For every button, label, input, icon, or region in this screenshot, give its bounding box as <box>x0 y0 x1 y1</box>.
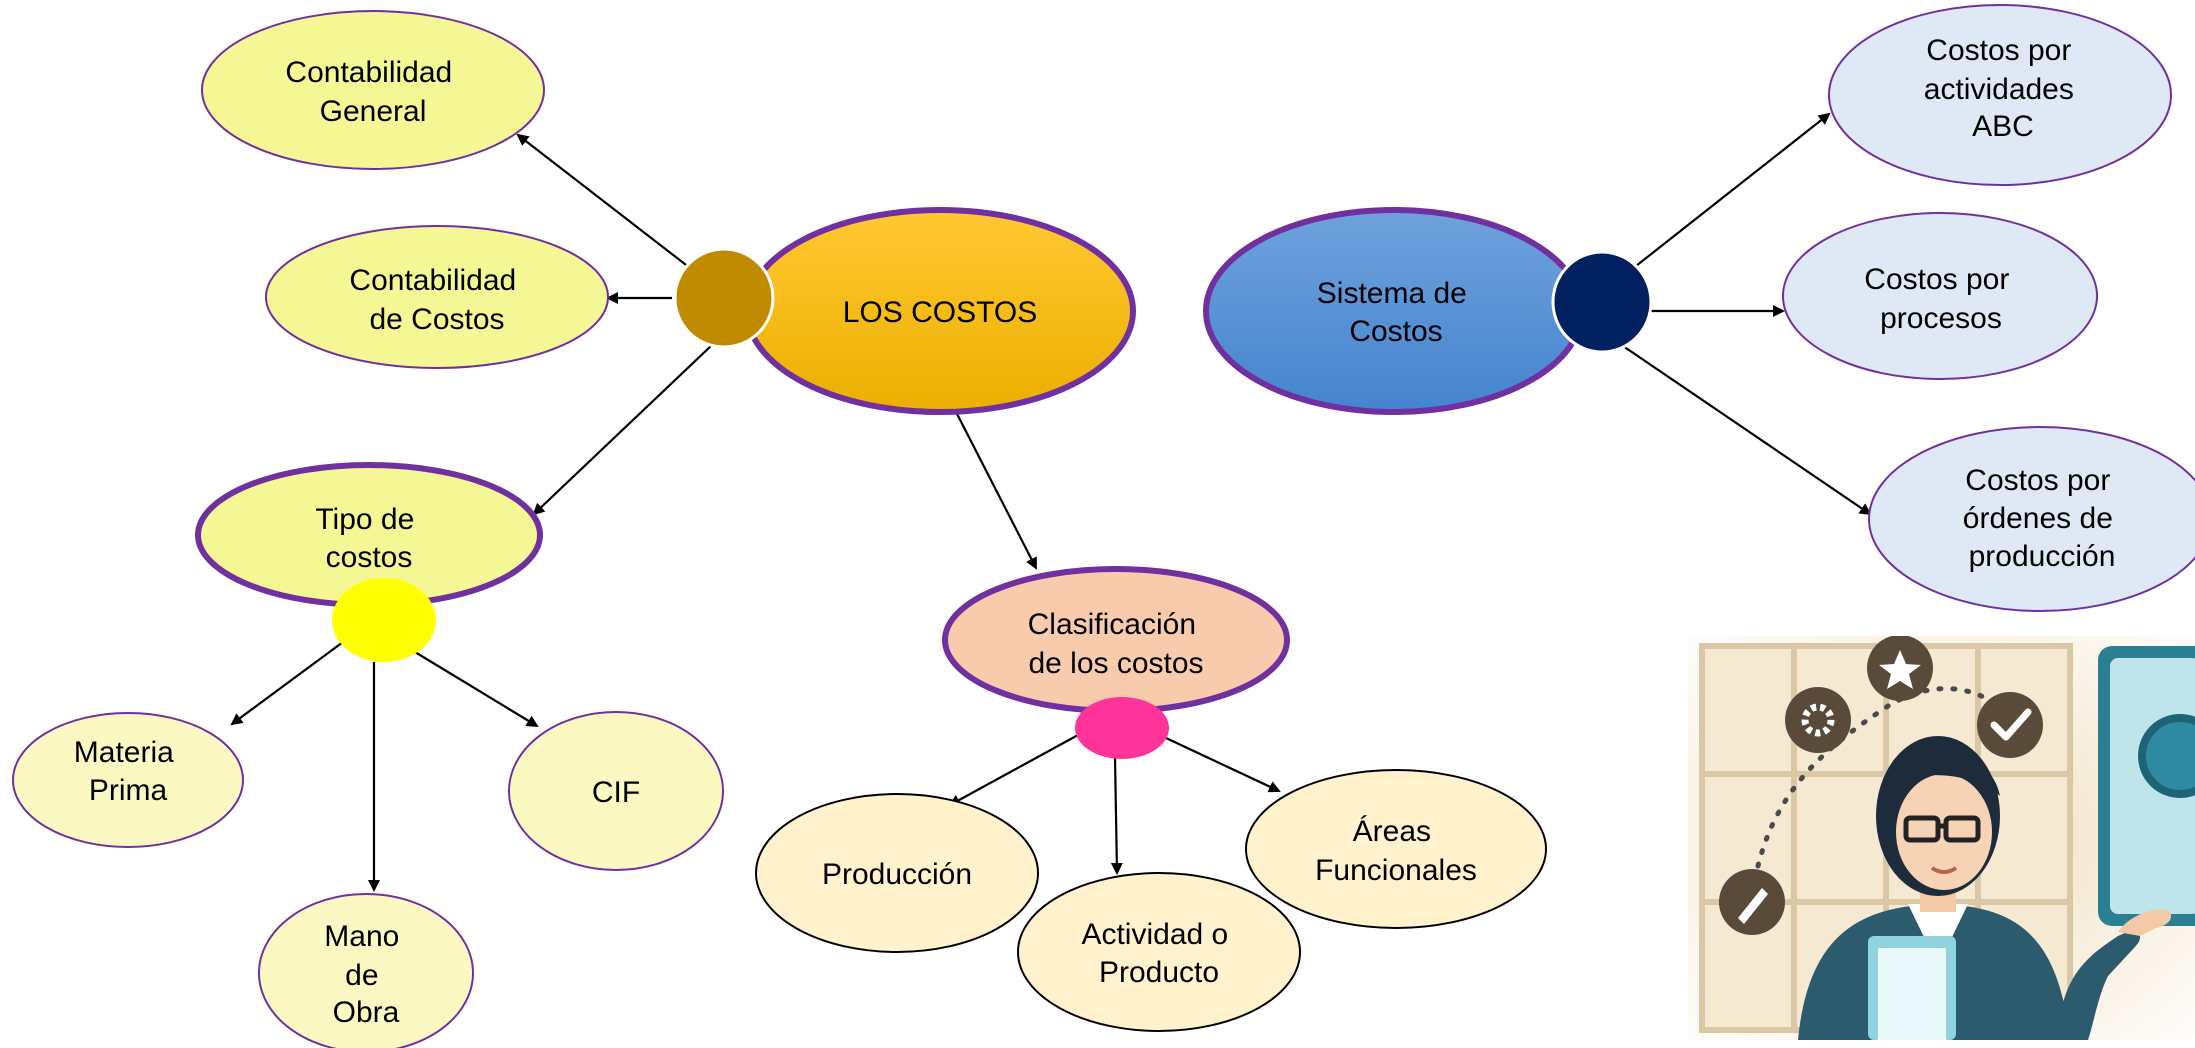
node-actividad-producto: Actividad o Producto <box>1017 872 1301 1032</box>
svg-text:Costos por procesos: Costos por procesos <box>1864 263 2017 335</box>
svg-text:Costos por órdenes de: Costos por órdenes de producción <box>1963 464 2121 573</box>
node-produccion-label: Producción <box>822 858 972 891</box>
node-mano-obra-line-2: de <box>345 959 378 992</box>
arrow-to-produccion <box>948 734 1079 806</box>
node-costos-abc-line-1: Costos por <box>1926 34 2071 67</box>
node-areas-funcionales-line-2: Funcionales <box>1315 854 1477 887</box>
node-costos-procesos-line-2: procesos <box>1880 302 2002 335</box>
svg-text:Tipo de costos: Tipo de costos <box>315 503 422 574</box>
svg-text:Contabilidad de Costos: Contabilidad de Costos <box>349 264 524 336</box>
node-tipo-costos-line-2: costos <box>326 541 413 574</box>
node-costos-ordenes-line-1: Costos por <box>1965 464 2110 497</box>
hub-sistema-costos <box>1551 250 1653 354</box>
node-mano-obra-line-1: Mano <box>324 920 399 953</box>
svg-text:CIF: CIF <box>592 776 640 809</box>
node-cif-label: CIF <box>592 776 640 809</box>
node-contabilidad-costos-line-2: de Costos <box>369 303 504 336</box>
node-contabilidad-costos: Contabilidad de Costos <box>265 225 609 369</box>
hub-los-costos <box>673 247 775 349</box>
arrow-to-actividad-producto <box>1110 756 1123 875</box>
svg-text:Costos por actividades: Costos por actividades ABC <box>1924 34 2082 143</box>
node-sistema-costos-line-1: Sistema de <box>1317 277 1467 310</box>
arrow-to-areas-funcionales <box>1165 737 1281 793</box>
svg-text:LOS COSTOS: LOS COSTOS <box>843 296 1038 329</box>
svg-text:Áreas Funcionales: Áreas Funcionales <box>1315 815 1477 887</box>
node-actividad-producto-line-1: Actividad o <box>1081 918 1228 951</box>
hub-clasificacion <box>1075 697 1169 759</box>
hub-tipo-costos <box>332 578 436 662</box>
arrow-to-costos-abc <box>1635 112 1831 267</box>
arrow-to-costos-ordenes <box>1622 345 1872 516</box>
svg-text:Materia Prima: Materia Prima <box>74 736 182 807</box>
node-costos-ordenes-line-2: órdenes de <box>1963 502 2113 535</box>
accountant-illustration-icon <box>1688 636 2195 1040</box>
node-mano-obra-line-3: Obra <box>333 996 400 1029</box>
node-actividad-producto-line-2: Producto <box>1099 956 1219 989</box>
node-los-costos-label: LOS COSTOS <box>843 296 1038 329</box>
arrow-to-tipo-costos <box>532 344 713 516</box>
node-contabilidad-general: Contabilidad General <box>201 10 545 170</box>
node-tipo-costos-line-1: Tipo de <box>315 503 414 536</box>
node-cif: CIF <box>508 711 724 871</box>
svg-text:Mano de Obra: Mano de Obra <box>324 920 407 1029</box>
node-costos-procesos-line-1: Costos por <box>1864 263 2009 296</box>
node-costos-procesos: Costos por procesos <box>1782 212 2098 380</box>
arrow-to-materia-prima <box>230 641 344 726</box>
node-contabilidad-general-line-2: General <box>320 95 427 128</box>
node-costos-ordenes: Costos por órdenes de producción <box>1868 426 2195 612</box>
node-sistema-costos-line-2: Costos <box>1349 315 1442 348</box>
node-costos-abc-line-3: ABC <box>1972 110 2034 143</box>
node-materia-prima-line-1: Materia <box>74 736 174 769</box>
node-areas-funcionales: Áreas Funcionales <box>1245 769 1547 929</box>
node-clasificacion: Clasificación de los costos <box>942 566 1290 714</box>
node-costos-ordenes-line-3: producción <box>1969 540 2116 573</box>
arrow-to-cif <box>414 651 539 728</box>
arrow-to-contabilidad-general <box>516 133 691 269</box>
node-contabilidad-general-line-1: Contabilidad <box>285 56 452 89</box>
svg-text:Clasificación de los cos: Clasificación de los costos <box>1028 608 1205 680</box>
node-mano-obra: Mano de Obra <box>258 893 474 1048</box>
svg-text:Actividad o Producto: Actividad o Producto <box>1081 918 1236 989</box>
node-los-costos: LOS COSTOS <box>744 207 1136 415</box>
node-sistema-costos: Sistema de Costos <box>1203 207 1585 415</box>
node-materia-prima-line-2: Prima <box>89 774 168 807</box>
node-areas-funcionales-line-1: Áreas <box>1353 815 1431 848</box>
node-clasificacion-line-1: Clasificación <box>1028 608 1196 641</box>
svg-text:Sistema de Costos: Sistema de Costos <box>1317 277 1475 348</box>
node-tipo-costos: Tipo de costos <box>195 462 543 608</box>
node-produccion: Producción <box>755 793 1039 953</box>
connectors <box>230 112 1872 892</box>
arrow-to-clasificacion <box>953 407 1037 570</box>
svg-text:Contabilidad General: Contabilidad General <box>285 56 460 128</box>
node-clasificacion-line-2: de los costos <box>1028 647 1203 680</box>
svg-text:Producción: Producción <box>822 858 972 891</box>
node-contabilidad-costos-line-1: Contabilidad <box>349 264 516 297</box>
node-materia-prima: Materia Prima <box>12 712 244 848</box>
node-costos-abc: Costos por actividades ABC <box>1828 4 2172 186</box>
node-costos-abc-line-2: actividades <box>1924 73 2074 106</box>
